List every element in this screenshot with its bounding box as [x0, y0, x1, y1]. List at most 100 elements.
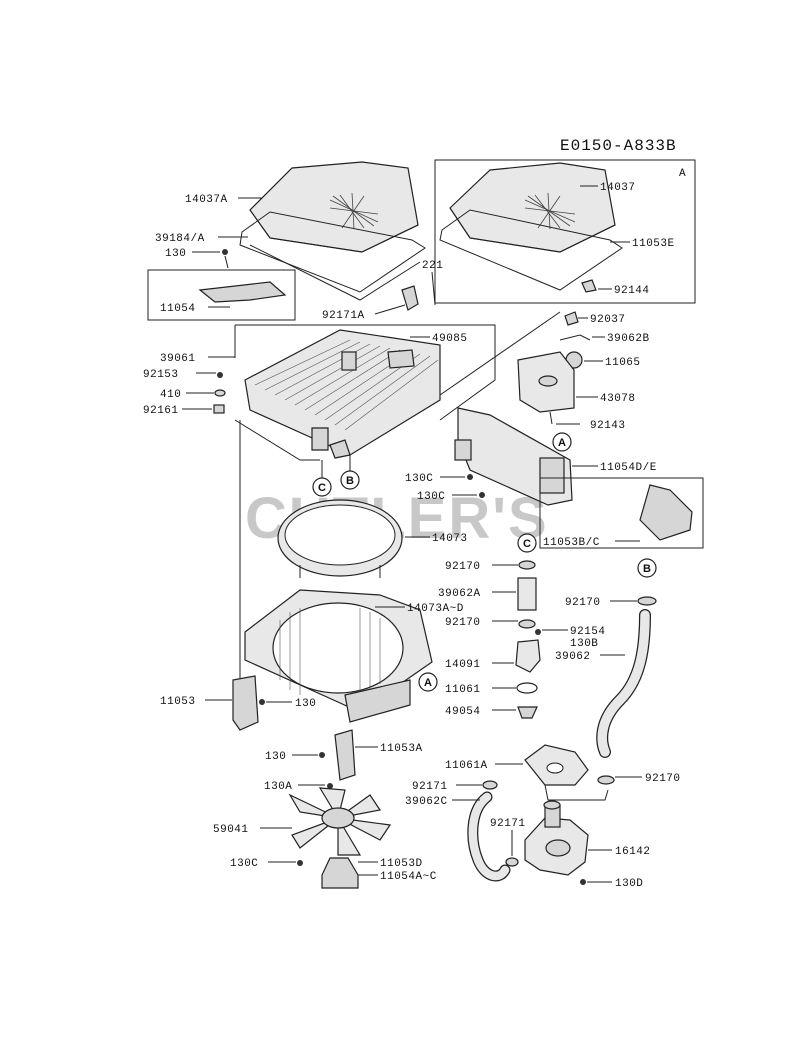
part-label-14091: 14091 [445, 659, 481, 671]
thermostat-icon [517, 706, 538, 719]
part-label-14037: 14037 [600, 182, 636, 194]
radiator [234, 324, 496, 461]
ref-c-text-2: C [523, 538, 531, 550]
hose-clamp-icon [505, 857, 519, 867]
part-label-92170-c: 92170 [565, 597, 601, 609]
part-label-11053e: 11053E [632, 238, 675, 250]
part-label-92171-a: 92171 [412, 781, 448, 793]
part-label-92153: 92153 [143, 369, 179, 381]
part-label-14037a: 14037A [185, 194, 228, 206]
bolt-icon [217, 372, 223, 378]
part-label-92037: 92037 [590, 314, 626, 326]
part-label-11054: 11054 [160, 303, 196, 315]
bolt-icon [222, 249, 228, 255]
ref-c-circle-2 [517, 533, 537, 553]
inset-box-a: A 14037 11053E 92144 [434, 159, 696, 304]
part-label-39062b: 39062B [607, 333, 650, 345]
part-label-49054: 49054 [445, 706, 481, 718]
cooling-fan [288, 787, 392, 856]
part-label-92171a: 92171A [322, 310, 365, 322]
hose-clamp-icon [637, 596, 657, 606]
fan-shroud [244, 589, 433, 723]
ref-b-text-2: B [643, 563, 651, 575]
part-label-92161: 92161 [143, 405, 179, 417]
part-label-11053a: 11053A [380, 743, 423, 755]
part-label-130: 130 [165, 248, 186, 260]
ref-a-text: A [558, 437, 566, 449]
bolt-icon [580, 879, 586, 885]
part-label-130b: 130B [570, 638, 598, 650]
part-label-39061: 39061 [160, 353, 196, 365]
hose-clamp-icon [482, 780, 498, 790]
part-label-16142: 16142 [615, 846, 651, 858]
clip-icon [564, 311, 579, 326]
part-label-410: 410 [160, 389, 181, 401]
bolt-icon [327, 783, 333, 789]
hose-clamp-icon [518, 619, 536, 629]
inset-box-11053bc: 11053B/C [539, 477, 704, 549]
inset-a-label: A [679, 168, 686, 180]
part-label-92171-b: 92171 [490, 818, 526, 830]
part-label-11054de: 11054D/E [600, 462, 657, 474]
part-label-39184a: 39184/A [155, 233, 205, 245]
part-label-130c-c: 130C [230, 858, 258, 870]
inset-box-11054: 11054 [147, 269, 296, 321]
part-label-11053bc: 11053B/C [543, 537, 600, 549]
water-pump [524, 800, 589, 876]
ref-a-circle [552, 432, 572, 452]
radiator-cover-inset [439, 162, 623, 291]
radiator-cover [239, 161, 426, 301]
hose-39062 [596, 609, 651, 758]
part-label-130c-b: 130C [417, 491, 445, 503]
part-label-49085: 49085 [432, 333, 468, 345]
part-label-92170-b: 92170 [445, 617, 481, 629]
part-label-92154: 92154 [570, 626, 606, 638]
part-label-14073ad: 14073A~D [407, 603, 464, 615]
fan-shroud-ring [277, 499, 403, 578]
ref-b-text: B [346, 475, 354, 487]
fan-spacer [321, 857, 359, 889]
part-label-11053d: 11053D [380, 858, 423, 870]
part-label-92170-d: 92170 [645, 773, 681, 785]
part-label-11053: 11053 [160, 696, 196, 708]
bolt-icon [467, 474, 473, 480]
hose-39062a [517, 577, 537, 611]
ref-c-text: C [318, 482, 326, 494]
part-label-59041: 59041 [213, 824, 249, 836]
part-label-39062a: 39062A [438, 588, 481, 600]
bolt-icon [479, 492, 485, 498]
ref-a-text-2: A [424, 677, 432, 689]
bolt-icon [259, 699, 265, 705]
ref-a-circle-2 [418, 672, 438, 692]
part-label-130d: 130D [615, 878, 643, 890]
washer-icon [214, 389, 226, 397]
part-label-130c-a: 130C [405, 473, 433, 485]
bolt-icon [535, 629, 541, 635]
hose-clamp-icon [597, 775, 615, 785]
nut-icon [213, 404, 225, 414]
bolt-icon [319, 752, 325, 758]
part-label-11061a: 11061A [445, 760, 488, 772]
part-label-130-b: 130 [295, 698, 316, 710]
radiator-cap-icon [387, 349, 415, 369]
part-label-39062: 39062 [555, 651, 591, 663]
part-label-11065: 11065 [605, 357, 641, 369]
bolt-icon [297, 860, 303, 866]
part-label-130a: 130A [264, 781, 292, 793]
part-label-92144: 92144 [614, 285, 650, 297]
ref-b-circle-2 [637, 558, 657, 578]
hose-clamp-icon [518, 560, 536, 570]
diagram-code: E0150-A833B [560, 137, 677, 155]
part-label-43078: 43078 [600, 393, 636, 405]
part-label-221: 221 [422, 260, 443, 272]
part-label-39062c: 39062C [405, 796, 448, 808]
gasket-icon [516, 682, 538, 694]
part-label-11054ac: 11054A~C [380, 871, 437, 883]
part-label-92143: 92143 [590, 420, 626, 432]
drain-cock-icon [401, 285, 419, 311]
part-label-92170-a: 92170 [445, 561, 481, 573]
thermostat-housing [515, 639, 541, 673]
part-label-130-c: 130 [265, 751, 286, 763]
part-label-14073: 14073 [432, 533, 468, 545]
